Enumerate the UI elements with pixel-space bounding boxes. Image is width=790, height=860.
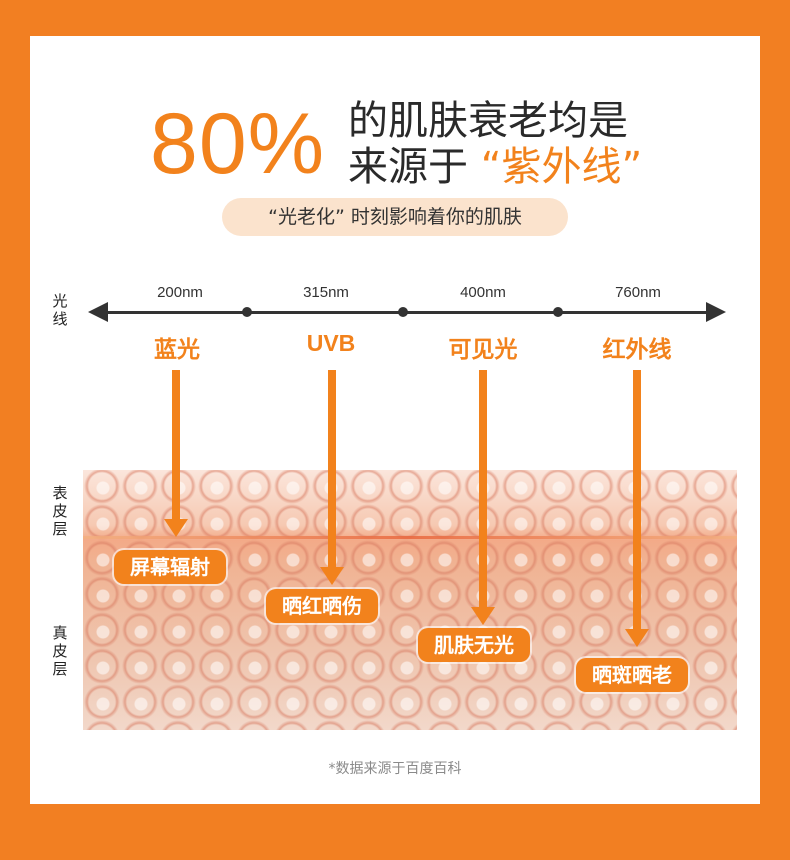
penetration-arrow-shaft	[172, 370, 180, 522]
axis-label-light: 光线	[52, 292, 68, 328]
arrow-left-icon	[88, 302, 108, 322]
headline-uv-highlight: “紫外线”	[480, 144, 643, 190]
arrow-down-icon	[320, 567, 344, 585]
headline-line-2-prefix: 来源于	[348, 144, 468, 190]
axis-tick-dot	[398, 307, 408, 317]
wavelength-760nm: 760nm	[615, 284, 661, 301]
penetration-arrow-shaft	[479, 370, 487, 610]
wavelength-400nm: 400nm	[460, 284, 506, 301]
infographic-card: 80% 的肌肤衰老均是 来源于 “紫外线” “光老化” 时刻影响着你的肌肤 光线…	[30, 36, 760, 804]
wavelength-315nm: 315nm	[303, 284, 349, 301]
layer-label-epidermis: 表皮层	[52, 484, 68, 538]
band-infrared: 红外线	[602, 337, 672, 363]
band-visible-light: 可见光	[448, 337, 518, 363]
band-blue-light: 蓝光	[154, 337, 200, 363]
arrow-down-icon	[164, 519, 188, 537]
effect-tag-sun-spots-aging: 晒斑晒老	[576, 658, 688, 692]
arrow-down-icon	[471, 607, 495, 625]
source-note: *数据来源于百度百科	[328, 761, 462, 777]
axis-tick-dot	[553, 307, 563, 317]
headline-percent: 80%	[150, 96, 326, 192]
subtitle-pill: “光老化” 时刻影响着你的肌肤	[222, 198, 568, 236]
headline-line-1: 的肌肤衰老均是	[348, 98, 628, 144]
headline-line-2: 来源于 “紫外线”	[348, 144, 642, 190]
layer-label-dermis: 真皮层	[52, 624, 68, 678]
penetration-arrow-shaft	[633, 370, 641, 632]
effect-tag-screen-radiation: 屏幕辐射	[114, 550, 226, 584]
wavelength-200nm: 200nm	[157, 284, 203, 301]
arrow-right-icon	[706, 302, 726, 322]
band-uvb: UVB	[306, 330, 356, 356]
epidermis-boundary	[83, 536, 737, 539]
effect-tag-dull-skin: 肌肤无光	[418, 628, 530, 662]
arrow-down-icon	[625, 629, 649, 647]
axis-tick-dot	[242, 307, 252, 317]
penetration-arrow-shaft	[328, 370, 336, 570]
effect-tag-sunburn: 晒红晒伤	[266, 589, 378, 623]
